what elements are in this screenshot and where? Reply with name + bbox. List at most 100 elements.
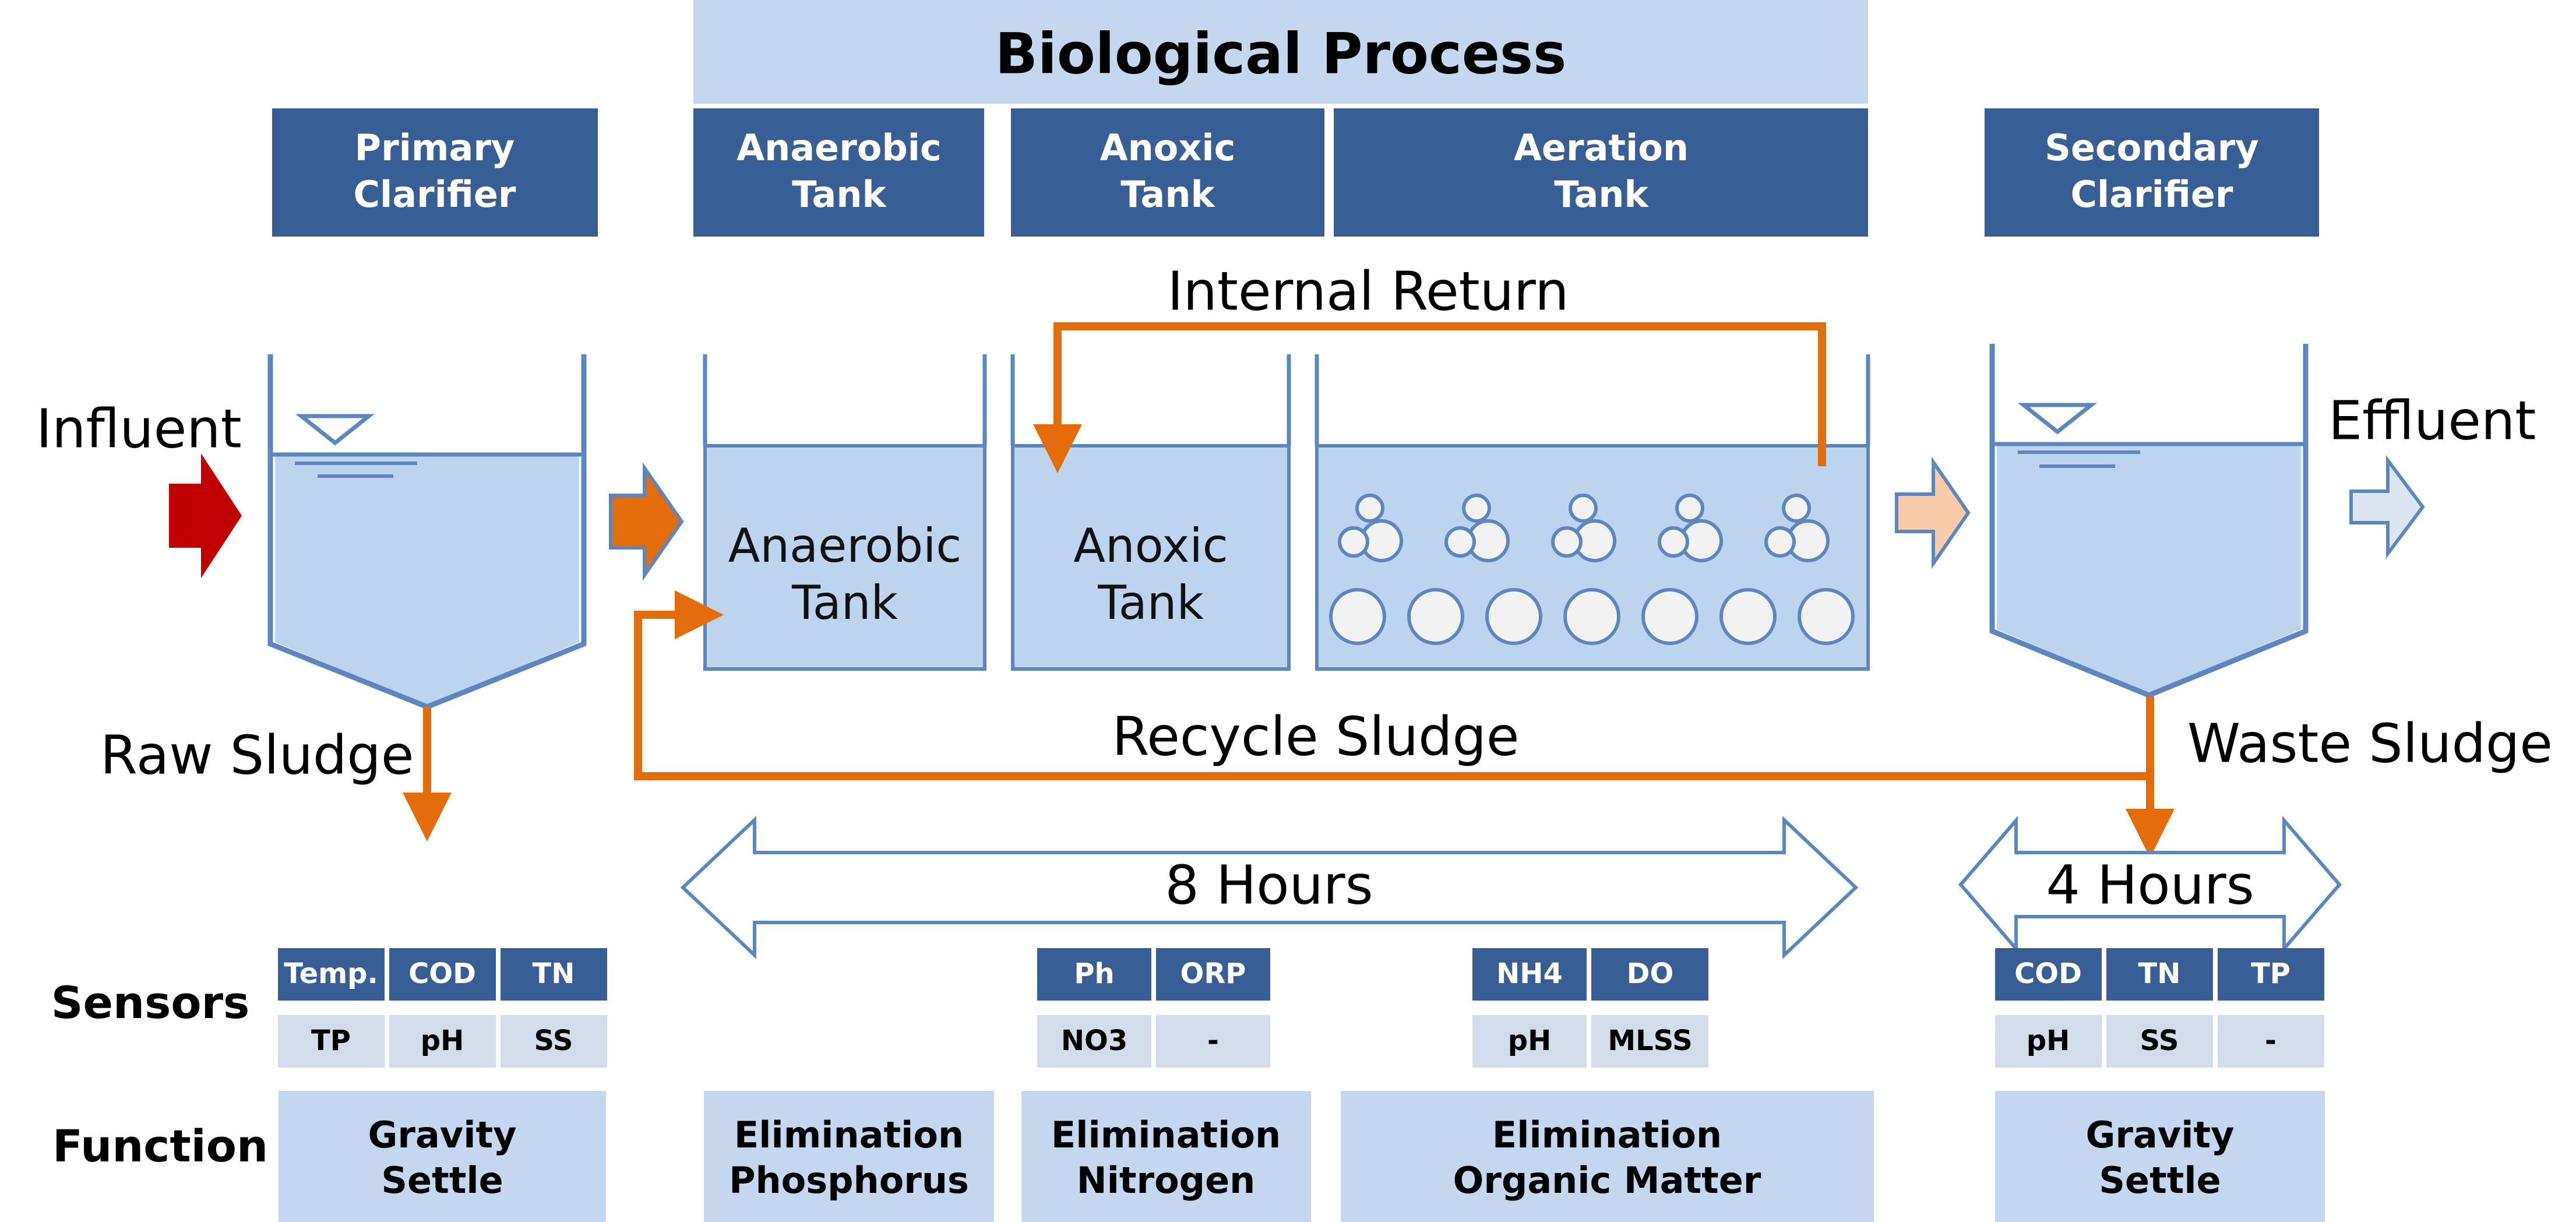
function-primary: Gravity Settle [279,1091,606,1222]
bubble-icon [1407,588,1464,645]
header-primary-clarifier: Primary Clarifier [272,108,598,237]
waste-sludge-label: Waste Sludge [2187,712,2553,774]
sensor-mlss: MLSS [1608,1024,1692,1057]
header-aeration-line1: Aeration [1514,126,1689,169]
sensor-cod: COD [408,957,476,990]
recycle-sludge-arrow [634,590,2154,780]
bubble-icon [1798,588,1855,645]
four-hours-label: 4 Hours [2046,854,2254,916]
biological-process-title: Biological Process [995,21,1566,86]
header-anoxic-line2: Tank [1120,173,1215,216]
anoxic-tank-line2: Tank [1097,576,1204,630]
four-hours-double-arrow [1958,815,2342,954]
eight-hours-label: 8 Hours [1165,854,1373,916]
function-aeration: Elimination Organic Matter [1341,1091,1874,1222]
bubble-icon [1329,588,1386,645]
bubble-icon [1551,526,1583,558]
sensor-do: DO [1627,957,1674,990]
aeration-to-secondary-arrow-icon [1895,456,1971,569]
function-anaerobic: Elimination Phosphorus [704,1091,994,1222]
header-anaerobic-tank: Anaerobic Tank [693,108,984,237]
bubble-icon [1462,494,1491,523]
header-anaerobic-line2: Tank [792,173,887,216]
aeration-bubbles [1329,494,1855,645]
aeration-tank [1315,354,1870,671]
sensor-ph: pH [2027,1024,2070,1057]
primary-to-anaerobic-arrow-icon [609,462,684,581]
bubble-icon [1563,588,1620,645]
water-level-icon [295,414,375,446]
sensor-temp: Temp. [284,957,378,990]
anaerobic-tank: Anaerobic Tank [703,354,987,671]
secondary-clarifier-tank [1989,344,2309,698]
sensors-aeration: NH4 DO pH MLSS [1472,948,1708,1068]
function-anoxic-line2: Nitrogen [1077,1159,1256,1202]
header-primary-line1: Primary [355,126,515,169]
bubble-icon [1675,494,1704,523]
sensor-tp: TP [2251,957,2290,990]
bubble-icon [1569,494,1598,523]
bubble-icon [1764,526,1796,558]
eight-hours-double-arrow [680,816,1859,959]
anoxic-tank-line1: Anoxic [1073,519,1228,573]
sensor-ph: pH [421,1024,464,1057]
header-anoxic-tank: Anoxic Tank [1011,108,1324,237]
effluent-label: Effluent [2328,389,2536,452]
sensor-ph: Ph [1074,957,1114,990]
sensor-empty: - [2265,1024,2277,1057]
sensor-tp: TP [311,1024,351,1057]
header-secondary-line1: Secondary [2045,126,2258,169]
bubble-icon [1338,526,1369,558]
sensors-row-label: Sensors [51,977,250,1029]
sensor-orp: ORP [1180,957,1246,990]
sensors-secondary: COD TN TP pH SS - [1995,948,2324,1068]
bubble-icon [1719,588,1777,645]
bubble-icon [1444,526,1476,558]
function-primary-line1: Gravity [368,1114,516,1156]
sensor-tn: TN [533,957,575,990]
effluent-arrow-icon [2349,455,2425,559]
header-secondary-clarifier: Secondary Clarifier [1985,108,2319,237]
primary-clarifier-tank [267,354,587,710]
anaerobic-tank-line1: Anaerobic [728,519,962,573]
biological-process-band [693,0,1868,104]
header-anoxic-line1: Anoxic [1100,126,1236,169]
influent-arrow-icon [169,453,242,578]
function-secondary: Gravity Settle [1995,1091,2325,1222]
header-secondary-line2: Clarifier [2071,173,2233,216]
sensor-ss: SS [2140,1024,2179,1057]
bubble-icon [1485,588,1542,645]
function-aeration-line2: Organic Matter [1453,1159,1761,1202]
header-aeration-line2: Tank [1554,173,1649,216]
sensors-primary: Temp. COD TN TP pH SS [278,948,607,1068]
bubble-icon [1355,494,1384,523]
anaerobic-tank-line2: Tank [791,576,898,630]
influent-label: Influent [36,397,242,460]
function-secondary-line2: Settle [2099,1159,2221,1202]
internal-return-arrow [1033,322,1826,473]
sensor-cod: COD [2014,957,2082,990]
header-primary-line2: Clarifier [354,173,516,216]
function-secondary-line1: Gravity [2085,1114,2234,1156]
bubble-icon [1641,588,1698,645]
raw-sludge-label: Raw Sludge [100,724,414,786]
function-anoxic-line1: Elimination [1051,1114,1281,1156]
function-row-label: Function [52,1120,268,1172]
sensor-ss: SS [534,1024,573,1057]
header-anaerobic-line1: Anaerobic [736,126,942,169]
sensor-tn: TN [2138,957,2181,990]
sensor-nh4: NH4 [1496,957,1563,990]
recycle-sludge-label: Recycle Sludge [1112,705,1519,767]
function-aeration-line1: Elimination [1492,1114,1722,1156]
bubble-icon [1782,494,1811,523]
bubble-icon [1658,526,1689,558]
sensors-anoxic: Ph ORP NO3 - [1037,948,1270,1068]
function-anaerobic-line2: Phosphorus [729,1159,969,1202]
function-anoxic: Elimination Nitrogen [1021,1091,1311,1222]
sensor-ph: pH [1508,1024,1552,1057]
sensor-no3: NO3 [1061,1024,1127,1057]
function-primary-line2: Settle [381,1159,503,1202]
sensor-empty: - [1207,1024,1219,1057]
function-anaerobic-line1: Elimination [734,1114,964,1156]
